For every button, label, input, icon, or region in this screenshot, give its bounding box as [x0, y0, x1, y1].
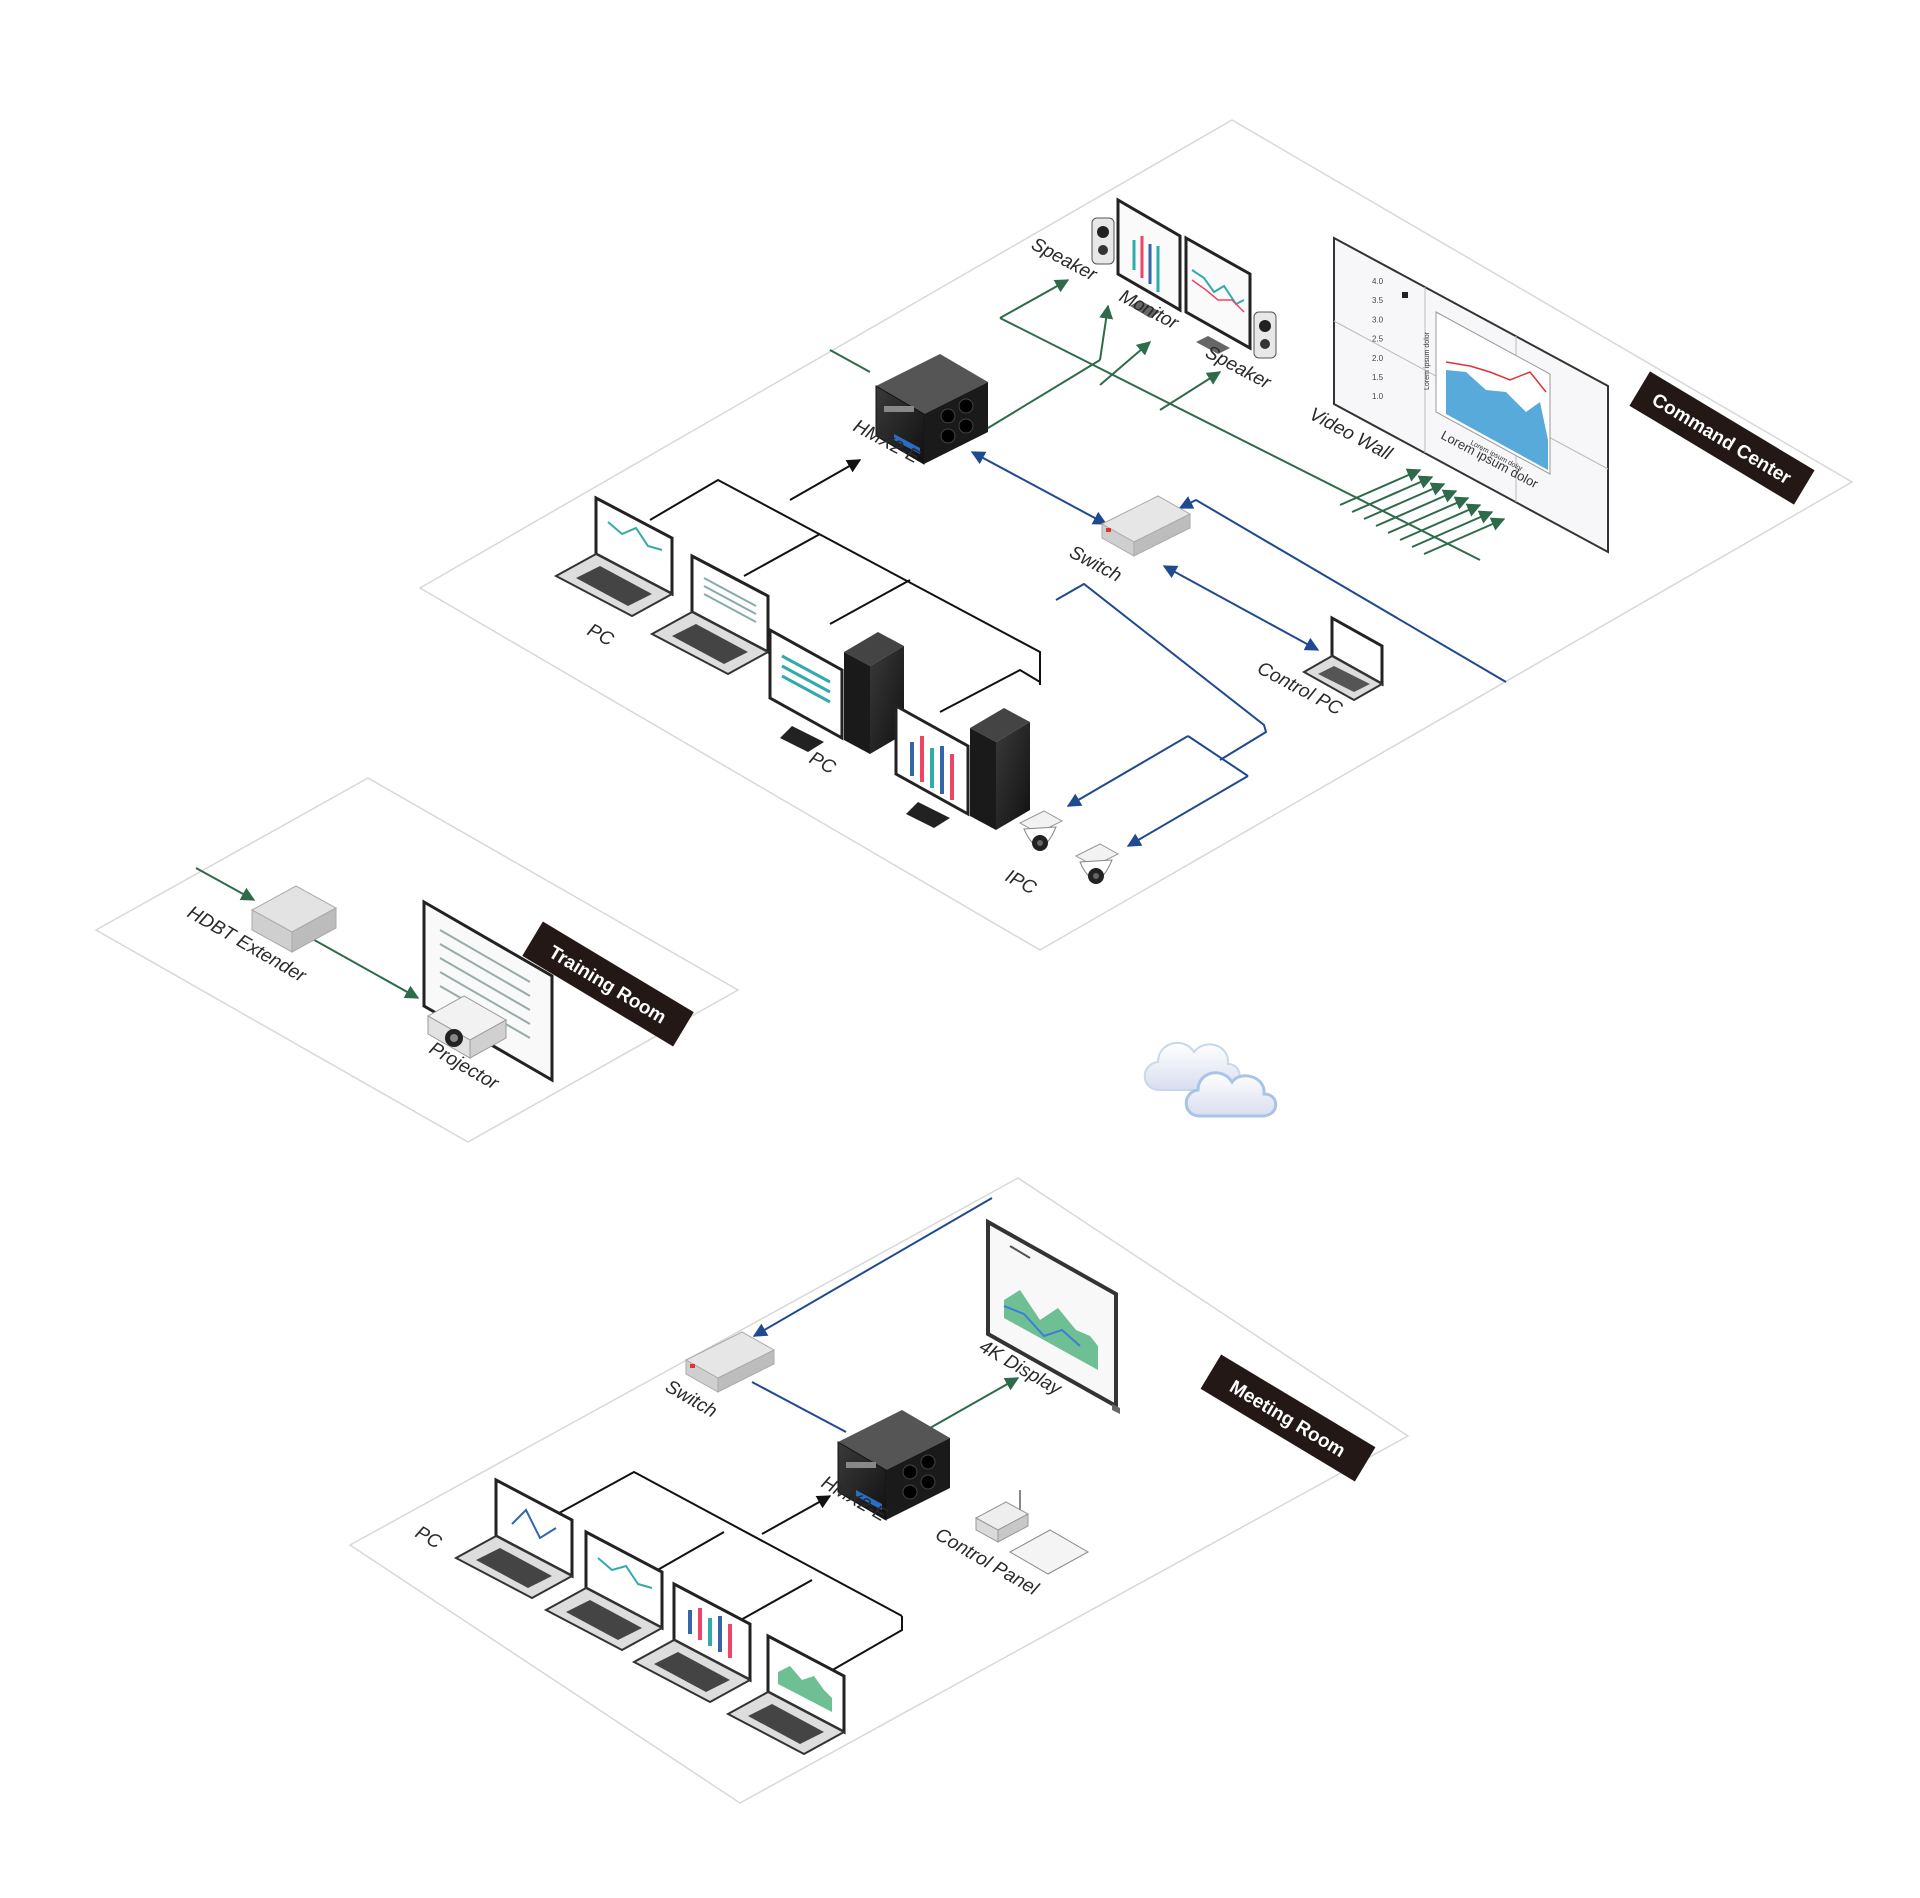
av-wire	[929, 1377, 1020, 1429]
projector-icon	[426, 995, 508, 1059]
control-panel-icon	[974, 1490, 1090, 1575]
video-wall-bundle	[1339, 468, 1506, 555]
ipc-camera	[1018, 810, 1064, 851]
cloud-icon	[1143, 1042, 1278, 1118]
monitor-icon	[1116, 197, 1182, 318]
hdbt-extender	[250, 885, 338, 953]
control-pc	[1301, 615, 1385, 702]
speaker-icon	[1091, 217, 1115, 265]
pc-laptop	[725, 1633, 847, 1756]
av-wire	[299, 931, 420, 999]
projector	[426, 995, 508, 1059]
training-room: Training Room H	[184, 867, 694, 1095]
pc-laptop	[649, 553, 771, 676]
wall-y-tick: 1.5	[1372, 373, 1384, 382]
control-panel	[974, 1490, 1090, 1575]
speaker-right	[1253, 311, 1277, 359]
video-wall-icon	[1333, 236, 1609, 554]
av-wire	[999, 279, 1070, 319]
title-band	[1200, 1354, 1376, 1482]
wall-y-ticks: 4.0 3.5 3.0 2.5 2.0 1.5 1.0	[1372, 277, 1384, 401]
hdmi-input-tree-meeting	[549, 1470, 903, 1677]
av-wire	[1159, 371, 1222, 411]
ip-camera-icon	[1018, 810, 1064, 851]
wall-y-tick: 1.0	[1372, 392, 1384, 401]
monitor-icon	[1184, 235, 1252, 354]
pc-laptop	[553, 495, 675, 618]
desktop-pc-icon	[894, 703, 1030, 830]
wall-y-tick: 2.5	[1372, 335, 1384, 344]
laptop-icon	[725, 1633, 847, 1756]
display-4k	[986, 1218, 1120, 1414]
laptop-icon	[553, 495, 675, 618]
av-wire	[195, 867, 256, 901]
matrix-switcher-icon	[875, 354, 988, 465]
network-switch-icon	[684, 1331, 776, 1393]
monitor-group	[1116, 197, 1252, 354]
ipc-camera	[1074, 843, 1120, 884]
ip-camera-icon	[1074, 843, 1120, 884]
matrix-switcher-icon	[837, 1410, 950, 1521]
speaker-left	[1091, 217, 1115, 265]
network-links	[970, 451, 1507, 847]
pc-laptop	[631, 1581, 753, 1704]
av-wire	[829, 349, 871, 373]
av-wire	[999, 317, 1481, 561]
laptop-icon	[453, 1477, 575, 1600]
network-wire	[752, 1197, 993, 1337]
hdmi-input-tree	[649, 459, 1041, 713]
hmx2e-command	[875, 354, 988, 465]
av-wire	[1099, 304, 1114, 361]
av-wire	[1099, 341, 1152, 386]
title-band	[522, 921, 694, 1047]
network-wire	[751, 1381, 847, 1433]
laptop-icon	[1301, 615, 1385, 702]
speaker-icon	[1253, 311, 1277, 359]
pc-laptop	[543, 1529, 665, 1652]
extender-icon	[250, 885, 338, 953]
hmx2e-meeting	[837, 1410, 950, 1521]
pc-desktop	[894, 703, 1030, 830]
switch-command	[1100, 495, 1192, 557]
pc-laptop	[453, 1477, 575, 1600]
wall-y-tick: 4.0	[1372, 277, 1384, 286]
laptop-icon	[631, 1581, 753, 1704]
laptop-icon	[543, 1529, 665, 1652]
display-icon	[986, 1218, 1120, 1414]
training-room-floor	[94, 777, 740, 1143]
wall-y-tick: 3.5	[1372, 296, 1384, 305]
network-switch-icon	[1100, 495, 1192, 557]
wall-y-tick: 2.0	[1372, 354, 1384, 363]
wall-y-tick: 3.0	[1372, 315, 1384, 324]
title-band	[1629, 371, 1815, 505]
wall-ylabel: Lorem ipsum dolor	[1424, 331, 1431, 390]
laptop-icon	[649, 553, 771, 676]
switch-meeting	[684, 1331, 776, 1393]
projector-screen	[422, 899, 554, 1083]
